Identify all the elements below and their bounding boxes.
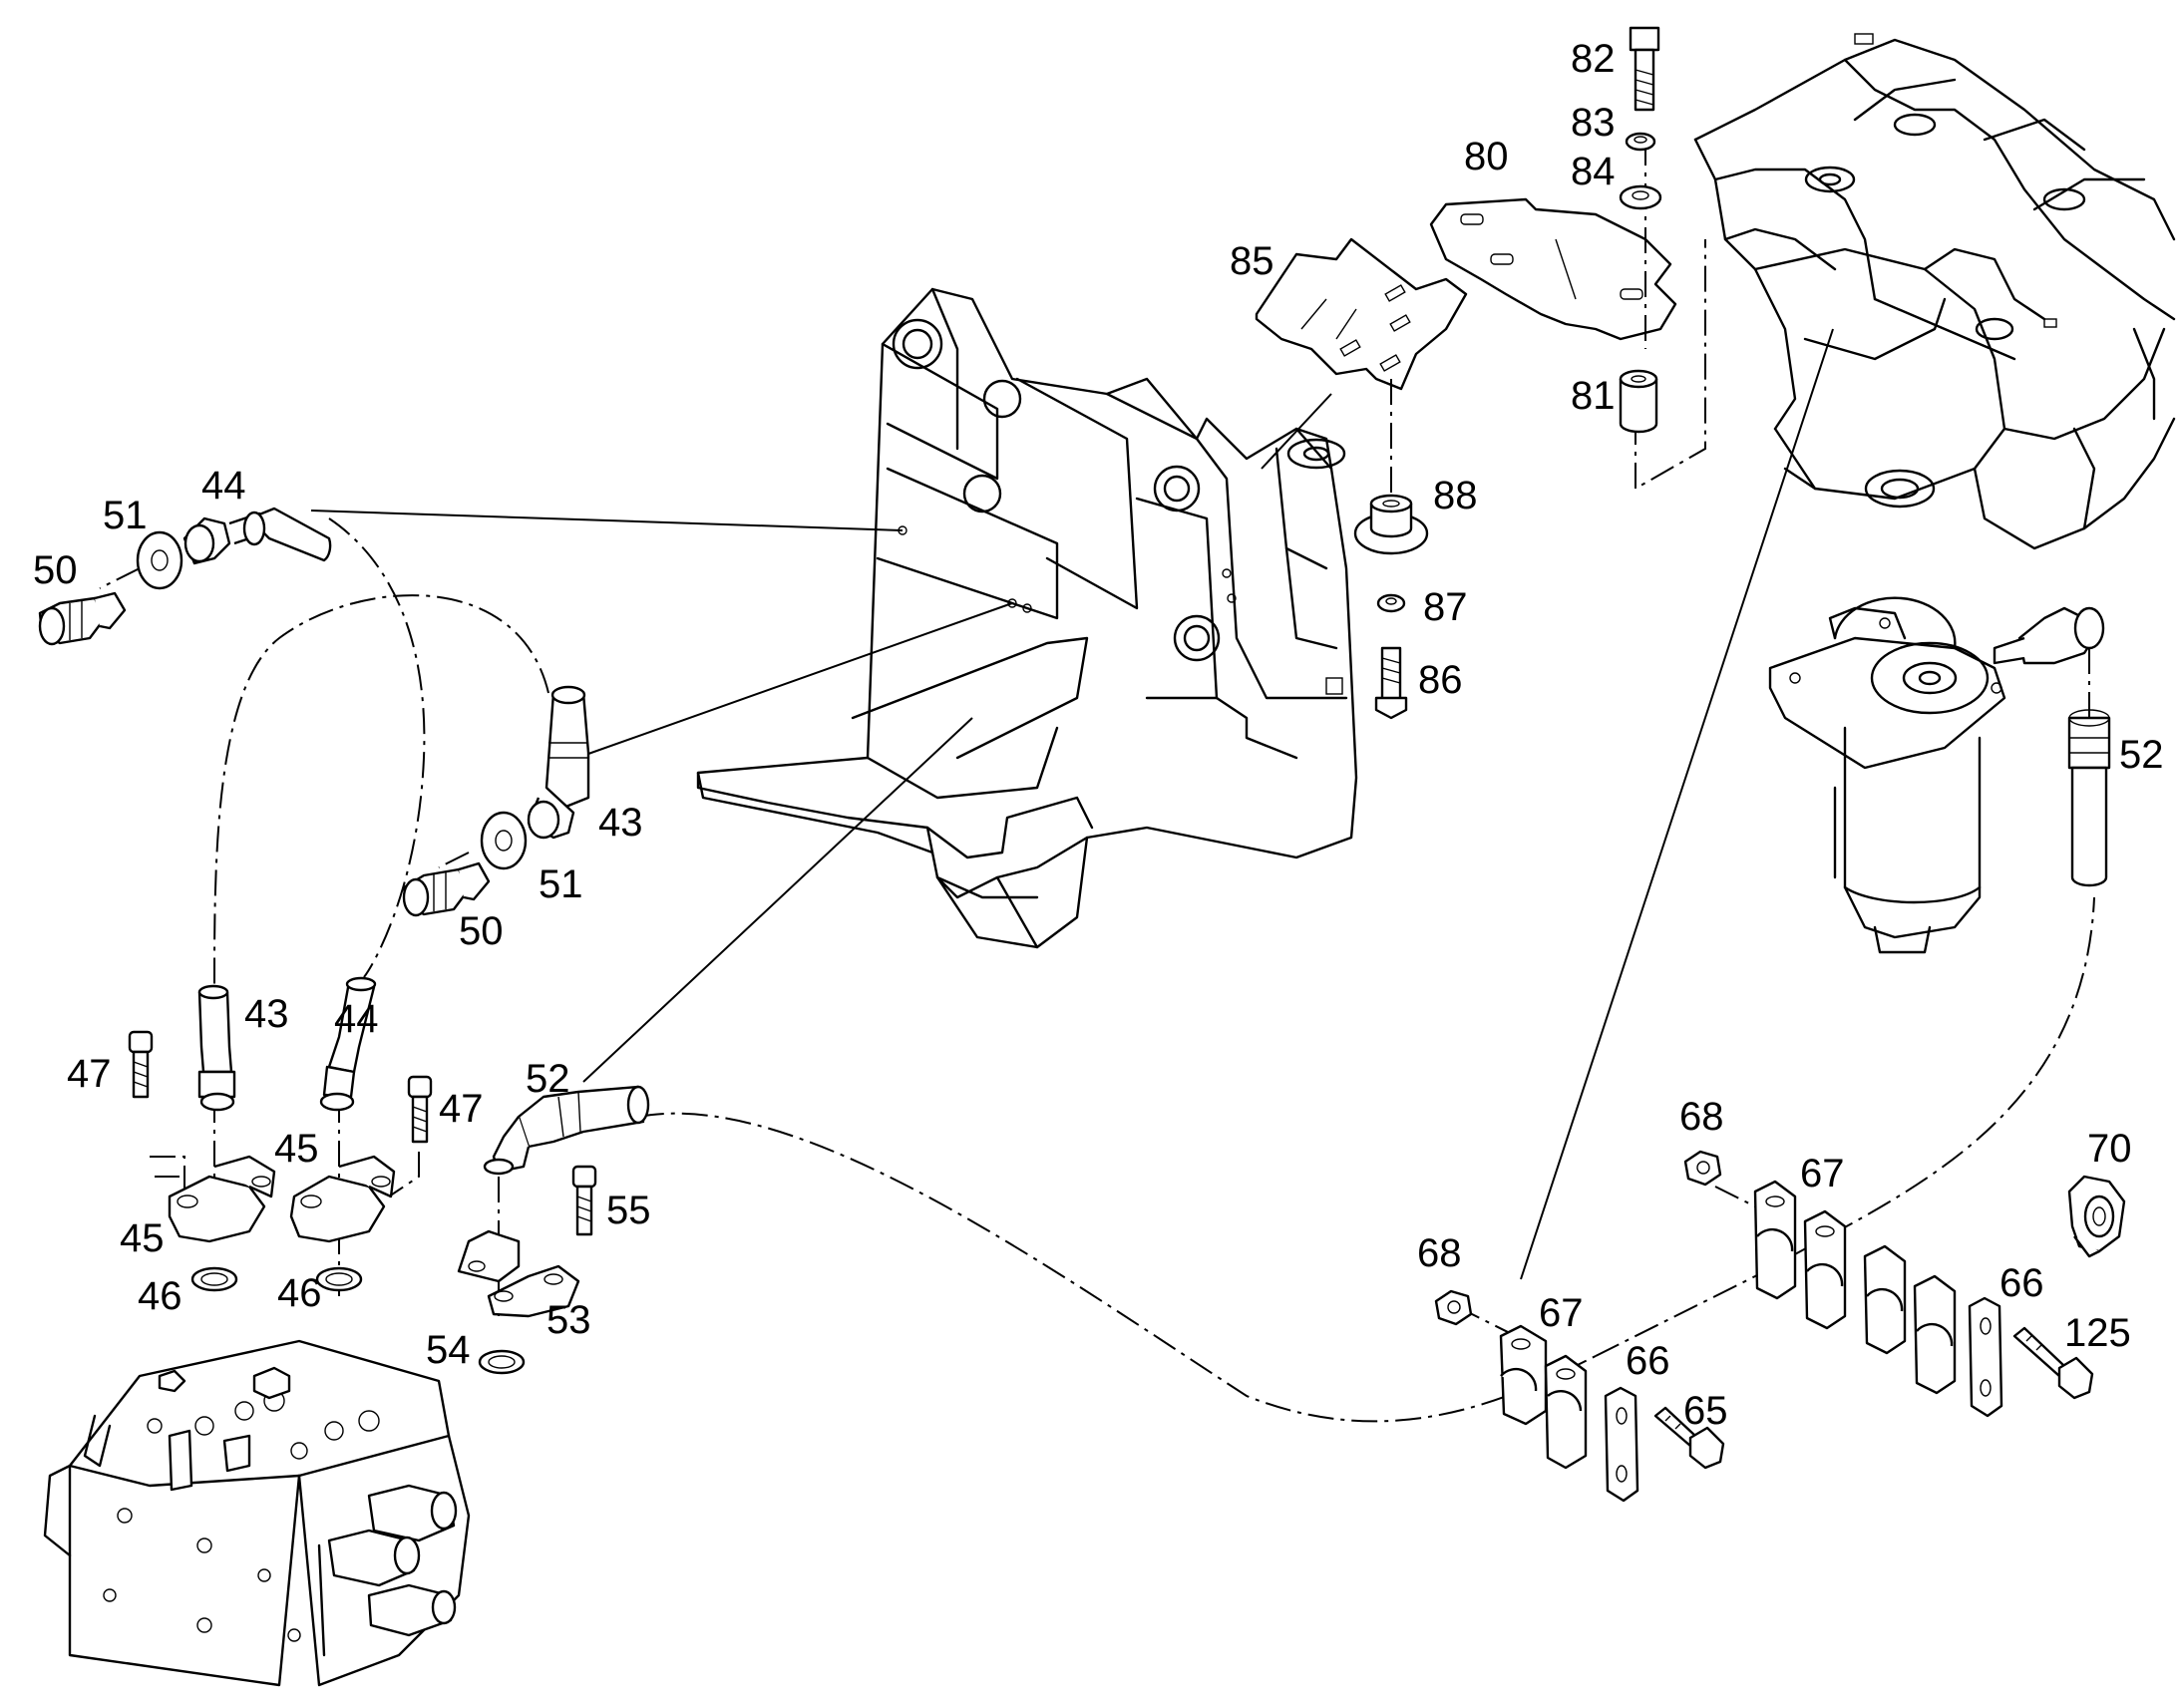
oring-46-right [315,1266,363,1292]
washer-84 [1619,184,1662,210]
callout-67-lower: 67 [1539,1291,1584,1335]
callout-44-top: 44 [201,464,246,508]
callout-125: 125 [2064,1311,2131,1355]
callout-88: 88 [1433,474,1478,517]
callout-45-lower: 45 [120,1216,165,1260]
callout-43-low: 43 [244,992,289,1036]
fitting-50-mid [402,861,491,917]
callout-86: 86 [1418,658,1463,702]
callout-53: 53 [546,1298,591,1342]
flange-45-right [289,1155,396,1243]
clamp-67-upper [1753,1180,1957,1395]
callout-70: 70 [2087,1127,2132,1171]
hose-44-top [182,507,332,565]
callout-46-left: 46 [138,1274,182,1318]
nut-68-upper [1683,1150,1722,1187]
callout-85: 85 [1230,239,1274,283]
callout-65: 65 [1683,1389,1728,1433]
callout-46-right: 46 [277,1271,322,1315]
control-valve-block [43,1339,471,1687]
fitting-50-top [38,591,127,646]
callout-80: 80 [1464,135,1509,178]
spacer-81 [1619,369,1658,434]
callout-51-top: 51 [103,494,148,537]
callout-67-upper: 67 [1800,1152,1845,1196]
washer-51-top [136,530,183,590]
callout-66-lower: 66 [1626,1339,1670,1383]
bolt-125 [2012,1326,2094,1400]
hose-52-right [1993,606,2111,887]
screw-47-right [407,1075,433,1144]
callout-44-low: 44 [334,997,379,1041]
bolt-65 [1653,1406,1725,1470]
screw-47-left [128,1030,154,1099]
main-frame [696,287,1358,949]
callout-52-right: 52 [2119,733,2164,777]
plate-80 [1429,197,1677,341]
callout-84: 84 [1571,150,1616,193]
callout-52-mid: 52 [526,1057,570,1101]
bolt-86 [1374,646,1408,720]
plate-85 [1255,237,1468,391]
clip-70 [2067,1175,2126,1258]
oring-54 [478,1349,526,1375]
callout-55: 55 [606,1189,651,1232]
hose-52-mid [483,1085,650,1176]
callout-43-mid: 43 [598,801,643,845]
callout-labels: 44 51 50 43 51 50 43 44 47 47 45 45 46 46 52 55 53 54 82 83… [33,37,2164,1433]
nut-68-lower [1434,1289,1473,1326]
callout-51-mid: 51 [539,862,583,906]
oring-46-left [190,1266,238,1292]
callout-45-upper: 45 [274,1127,319,1171]
rubber-mount-88 [1353,494,1429,555]
callout-82: 82 [1571,37,1616,81]
washer-87 [1376,593,1406,613]
hose-43-mid [527,685,590,840]
plate-66-lower [1604,1386,1639,1503]
flange-53 [457,1229,580,1318]
washer-83 [1625,132,1656,152]
callout-68-lower: 68 [1417,1231,1462,1275]
callout-47-right: 47 [439,1087,484,1131]
hose-44-low [319,976,377,1112]
clamp-67-lower [1499,1324,1588,1470]
bolt-82 [1629,26,1660,112]
hose-43-low [197,984,236,1112]
filter-housing [1768,596,2006,954]
leader-lines [310,328,1834,1280]
callout-50-top: 50 [33,548,78,592]
plate-66-upper [1968,1296,2003,1418]
callout-50-mid: 50 [459,909,504,953]
washer-51-mid [480,811,528,870]
callout-47-left: 47 [67,1052,112,1096]
callout-81: 81 [1571,374,1616,418]
callout-54: 54 [426,1328,471,1372]
flange-45-left [168,1155,276,1243]
upper-chassis [1693,33,2176,550]
screw-55 [571,1165,597,1236]
callout-66-upper: 66 [1999,1261,2044,1305]
callout-83: 83 [1571,101,1616,145]
callout-87: 87 [1423,585,1468,629]
callout-68-upper: 68 [1679,1095,1724,1139]
